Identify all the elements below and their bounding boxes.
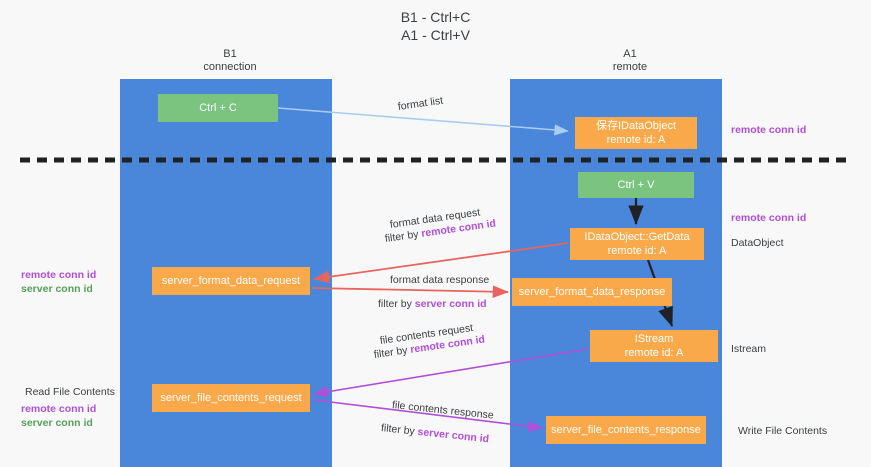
arrow-format-list (277, 107, 569, 136)
node-server-file-contents-response[interactable]: server_file_contents_response (546, 416, 706, 444)
arrow-format-data-response (311, 285, 509, 298)
edge-label-format-data-response-filter: filter by server conn id (378, 298, 487, 311)
edge-label-format-data-response: format data response (390, 274, 490, 286)
node-server-file-contents-request[interactable]: server_file_contents_request (152, 384, 310, 412)
annotation-left-server-conn-id-2: server conn id (21, 417, 93, 429)
node-ctrl-c[interactable]: Ctrl + C (158, 94, 278, 122)
node-save-idataobject[interactable]: 保存IDataObject remote id: A (575, 117, 697, 149)
filter-prefix-text: filter by (378, 298, 415, 310)
annotation-right-istream: Istream (731, 343, 767, 355)
node-ctrl-v[interactable]: Ctrl + V (578, 172, 694, 198)
node-server-format-data-request[interactable]: server_format_data_request (152, 267, 310, 295)
node-idataobject-getdata[interactable]: IDataObject::GetData remote id: A (570, 228, 704, 260)
node-istream[interactable]: IStream remote id: A (590, 330, 718, 362)
annotation-right-dataobject: DataObject (731, 237, 784, 249)
column-header-a1: A1 remote (612, 48, 648, 73)
page-title: B1 - Ctrl+C A1 - Ctrl+V (400, 9, 471, 43)
annotation-left-remote-conn-id-2: remote conn id (21, 403, 97, 415)
node-server-format-data-response[interactable]: server_format_data_response (512, 278, 672, 306)
annotation-right-write-file-contents: Write File Contents (738, 425, 828, 437)
arrow-format-data-request (313, 242, 569, 284)
annotation-left-read-file-contents: Read File Contents (25, 386, 115, 398)
annotation-right-remote-conn-id-mid: remote conn id (731, 212, 807, 224)
annotation-left-server-conn-id: server conn id (21, 283, 93, 295)
arrow-file-contents-response (313, 399, 543, 432)
annotation-left-remote-conn-id: remote conn id (21, 269, 97, 281)
column-header-b1: B1 connection (203, 48, 257, 73)
arrow-file-contents-request (313, 348, 589, 398)
annotation-right-remote-conn-id-top: remote conn id (731, 124, 807, 136)
filter-key-server-conn-id: server conn id (414, 298, 487, 310)
filter-prefix-text: filter by (380, 422, 419, 438)
